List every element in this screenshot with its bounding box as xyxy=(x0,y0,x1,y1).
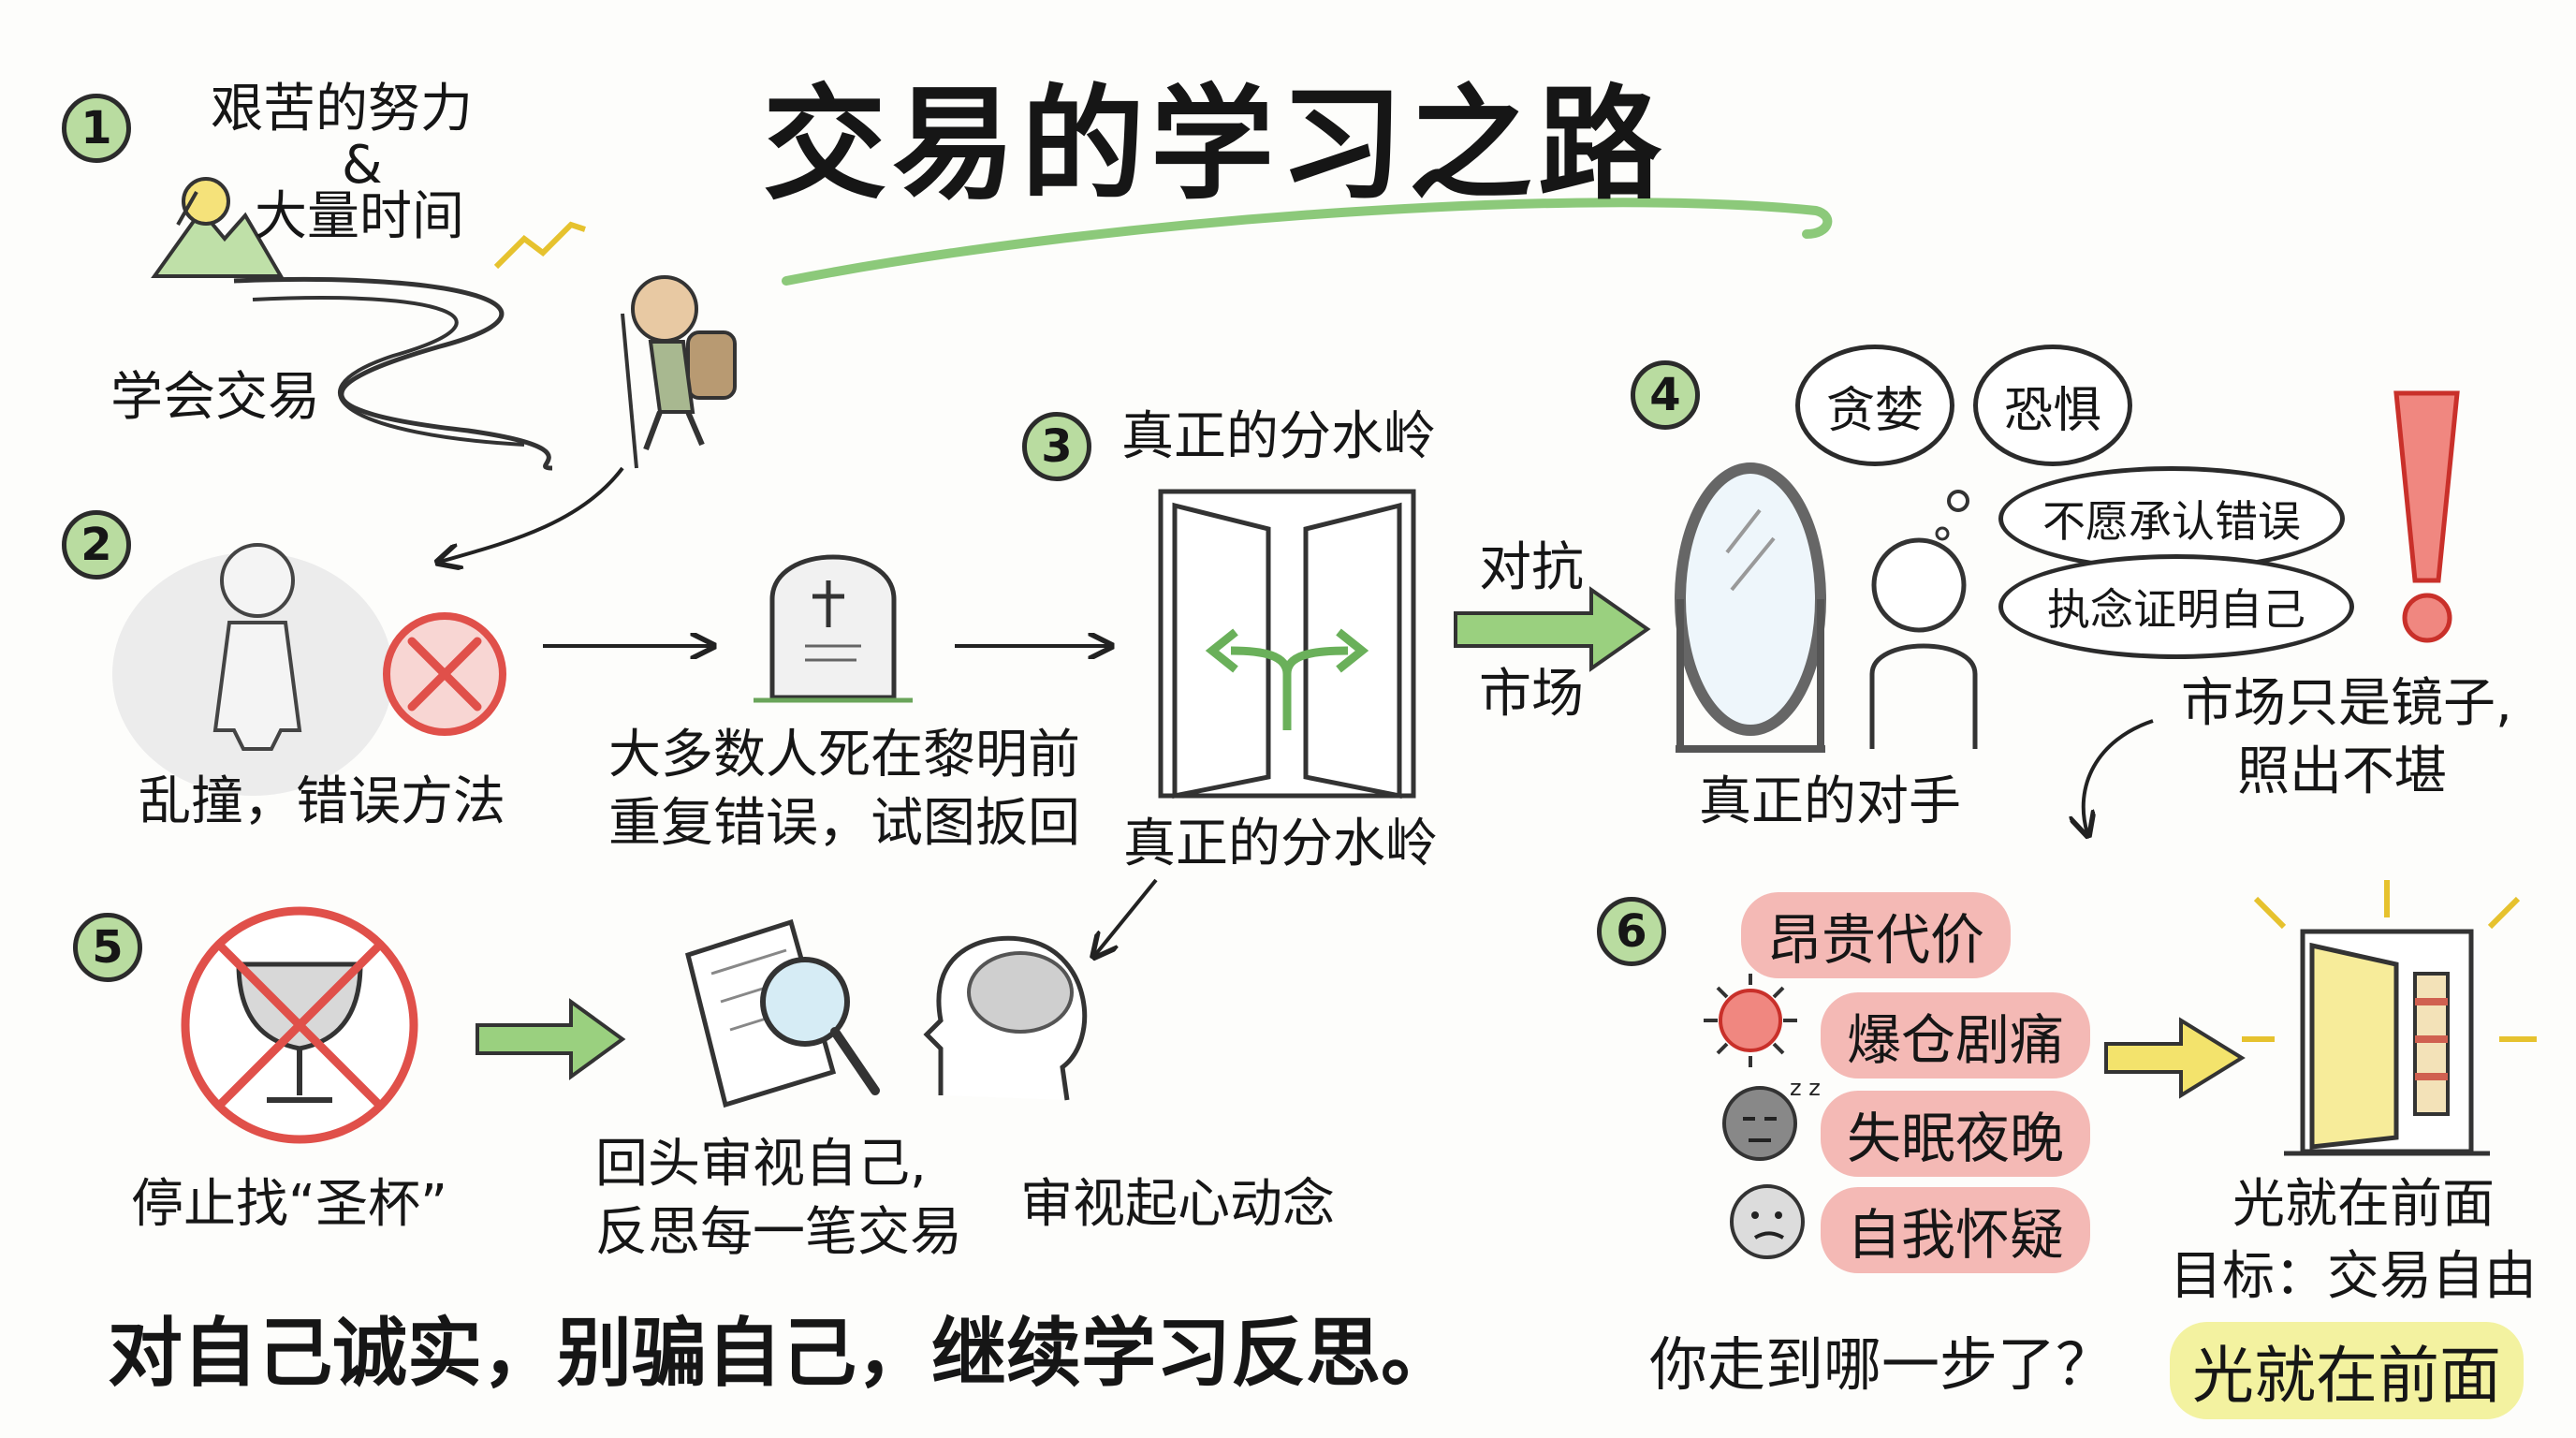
cost-item-insomnia: 失眠夜晚 xyxy=(1821,1091,2090,1177)
prove-self-bubble: 执念证明自己 xyxy=(1998,554,2354,659)
arrow-mirror-note-to-s6 xyxy=(2084,721,2153,833)
market-label: 市场 xyxy=(1479,665,1584,725)
svg-text:z z: z z xyxy=(1790,1075,1821,1101)
explosion-icon xyxy=(1704,974,1797,1067)
wrong-method-icon xyxy=(387,616,503,732)
crossed-grail-icon xyxy=(185,911,414,1139)
step-3-door-caption: 真正的分水岭 xyxy=(1123,814,1438,874)
mirror-note-line2: 照出不堪 xyxy=(2237,742,2447,802)
step-2-wrong-method-label: 乱撞，错误方法 xyxy=(139,772,505,832)
brain-head-icon xyxy=(927,938,1085,1100)
lit-door-icon xyxy=(2242,880,2537,1153)
step-5-badge: 5 xyxy=(73,913,142,982)
footer-question: 你走到哪一步了？ xyxy=(1649,1331,2114,1398)
tombstone-caption-line1: 大多数人死在黎明前 xyxy=(608,726,1080,785)
goal-caption: 目标：交易自由 xyxy=(2170,1247,2537,1307)
step-1-time-label: 大量时间 xyxy=(255,187,464,247)
review-caption-line2: 反思每一笔交易 xyxy=(595,1203,962,1263)
confront-arrow-icon xyxy=(1456,590,1647,668)
stop-grail-caption: 停止找“圣杯” xyxy=(131,1175,447,1235)
mind-caption: 审视起心动念 xyxy=(1020,1175,1335,1235)
mirror-note-line1: 市场只是镜子, xyxy=(2181,674,2512,734)
exclamation-icon xyxy=(2396,393,2457,640)
progress-arrow-icon xyxy=(477,1002,622,1077)
sleepless-face-icon: z z xyxy=(1724,1075,1821,1159)
step-1-effort-label: 艰苦的努力 xyxy=(211,80,473,139)
greed-bubble: 贪婪 xyxy=(1795,345,1954,466)
step-4-badge: 4 xyxy=(1631,360,1700,430)
rising-arrow-icon xyxy=(496,225,585,267)
hiker-icon xyxy=(622,277,735,468)
confront-label: 对抗 xyxy=(1479,538,1584,598)
cost-item-liquidation: 爆仓剧痛 xyxy=(1821,992,2090,1078)
doubtful-face-icon xyxy=(1732,1186,1803,1257)
confused-person-icon xyxy=(112,545,393,796)
step-1-learn-label: 学会交易 xyxy=(110,368,320,428)
arrow-door-to-brain xyxy=(1095,880,1156,955)
page-title: 交易的学习之路 xyxy=(763,75,1667,217)
mirror-icon xyxy=(1676,468,1825,749)
goal-arrow-icon xyxy=(2106,1020,2242,1095)
step-3-badge: 3 xyxy=(1022,412,1091,481)
light-ahead-caption: 光就在前面 xyxy=(2232,1175,2495,1235)
person-icon xyxy=(1872,540,1975,749)
step-6-badge: 6 xyxy=(1597,897,1666,966)
cost-item-self-doubt: 自我怀疑 xyxy=(1821,1187,2090,1273)
footer-motto: 对自己诚实，别骗自己，继续学习反思。 xyxy=(108,1311,1456,1397)
cost-title-pill: 昂贵代价 xyxy=(1741,892,2011,978)
step-1-badge: 1 xyxy=(62,94,131,163)
step-3-title: 真正的分水岭 xyxy=(1121,407,1436,467)
tombstone-caption-line2: 重复错误，试图扳回 xyxy=(608,794,1080,854)
tombstone-icon xyxy=(754,557,913,700)
arrow-s1-to-s2 xyxy=(440,468,622,562)
real-opponent-caption: 真正的对手 xyxy=(1699,772,1961,832)
step-2-badge: 2 xyxy=(62,510,131,580)
footer-highlight: 光就在前面 xyxy=(2170,1322,2524,1419)
notebook-magnifier-icon xyxy=(688,922,875,1105)
double-door-icon xyxy=(1161,492,1413,796)
fear-bubble: 恐惧 xyxy=(1973,345,2132,466)
review-caption-line1: 回头审视自己, xyxy=(595,1135,927,1195)
